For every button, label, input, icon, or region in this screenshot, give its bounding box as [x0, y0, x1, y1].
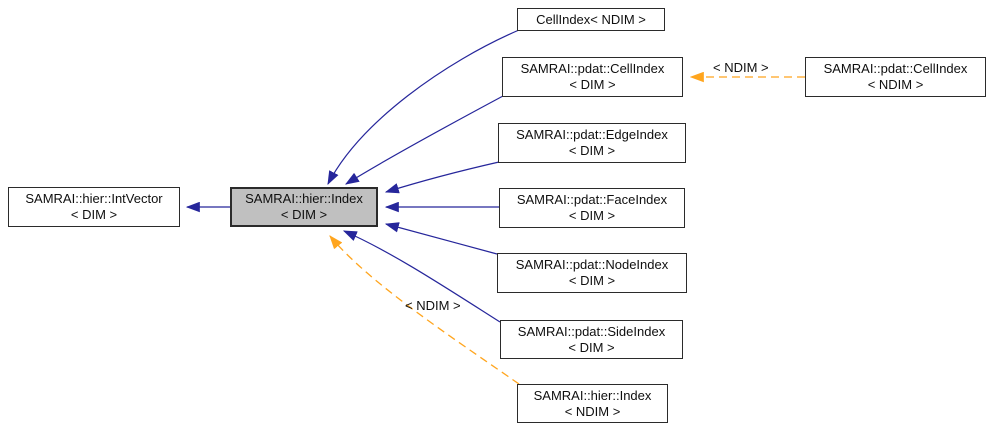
node-label: < DIM > [568, 273, 616, 288]
node-pdat-sideindex-dim[interactable]: SAMRAI::pdat::SideIndex < DIM > [500, 320, 683, 359]
node-label: SAMRAI::pdat::CellIndex [823, 61, 968, 76]
node-label: SAMRAI::pdat::FaceIndex [516, 192, 668, 207]
node-pdat-edgeindex-dim[interactable]: SAMRAI::pdat::EdgeIndex < DIM > [498, 123, 686, 163]
node-cellindex-ndim[interactable]: CellIndex< NDIM > [517, 8, 665, 31]
node-pdat-cellindex-dim[interactable]: SAMRAI::pdat::CellIndex < DIM > [502, 57, 683, 97]
node-hier-index-ndim[interactable]: SAMRAI::hier::Index < NDIM > [517, 384, 668, 423]
node-pdat-faceindex-dim[interactable]: SAMRAI::pdat::FaceIndex < DIM > [499, 188, 685, 228]
node-label: < NDIM > [564, 403, 621, 419]
node-hier-index-dim-focus: SAMRAI::hier::Index < DIM > [230, 187, 378, 227]
template-edge-label-index: < NDIM > [405, 298, 461, 313]
node-label: CellIndex< NDIM > [536, 11, 646, 27]
edge-inherit-pdat-edgeindex [384, 161, 500, 194]
node-label: SAMRAI::pdat::CellIndex [520, 61, 665, 76]
edge-inherit-pdat-cellindex [345, 95, 504, 185]
edge-template-hier-index [329, 235, 520, 385]
node-label: SAMRAI::pdat::SideIndex [517, 323, 666, 339]
node-label: SAMRAI::pdat::EdgeIndex [516, 127, 668, 142]
node-label: < DIM > [70, 207, 118, 222]
node-label: < DIM > [280, 207, 328, 222]
node-label: < DIM > [568, 208, 616, 223]
node-hier-intvector-dim[interactable]: SAMRAI::hier::IntVector < DIM > [8, 187, 180, 227]
node-label: < DIM > [569, 77, 616, 92]
edge-inherit-pdat-nodeindex [384, 222, 498, 255]
node-pdat-nodeindex-dim[interactable]: SAMRAI::pdat::NodeIndex < DIM > [497, 253, 687, 293]
node-pdat-cellindex-ndim[interactable]: SAMRAI::pdat::CellIndex < NDIM > [805, 57, 986, 97]
template-edge-label-cellindex: < NDIM > [713, 60, 769, 75]
edge-inherit-pdat-sideindex [342, 230, 501, 323]
node-label: < NDIM > [867, 77, 924, 92]
edge-inherit-cellindex-ndim [327, 29, 520, 186]
node-label: SAMRAI::pdat::NodeIndex [515, 257, 669, 272]
node-label: SAMRAI::hier::Index [533, 387, 652, 403]
node-label: SAMRAI::hier::IntVector [25, 191, 163, 206]
node-label: < DIM > [568, 339, 615, 355]
node-label: < DIM > [568, 143, 616, 158]
node-label: SAMRAI::hier::Index [245, 191, 363, 206]
